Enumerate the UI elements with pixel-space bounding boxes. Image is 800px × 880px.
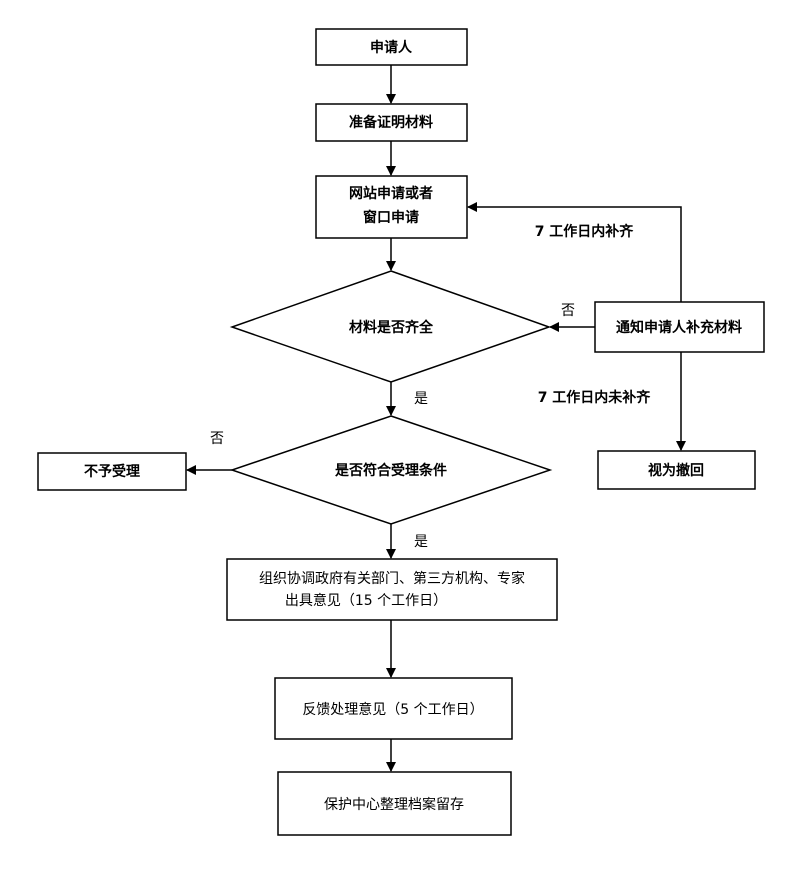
coordinate-label-line1: 组织协调政府有关部门、第三方机构、专家 xyxy=(259,570,525,587)
withdrawn-box xyxy=(597,450,756,490)
apply-label-line1: 网站申请或者 xyxy=(349,185,433,202)
coordinate-label-line2: 出具意见（15 个工作日） xyxy=(285,592,447,609)
applicant-label: 申请人 xyxy=(370,39,413,56)
prepare-materials-box xyxy=(315,103,468,142)
apply-label-line2: 窗口申请 xyxy=(363,209,419,226)
reject-label: 不予受理 xyxy=(84,463,140,480)
feedback-label: 反馈处理意见（5 个工作日） xyxy=(302,701,483,718)
meets-conditions-label: 是否符合受理条件 xyxy=(335,462,447,479)
edge-label-no-materials: 否 xyxy=(561,303,575,319)
feedback-box xyxy=(274,677,513,740)
prepare-materials-label: 准备证明材料 xyxy=(349,114,433,131)
materials-complete-label: 材料是否齐全 xyxy=(349,319,434,336)
arrow-notify-to-apply xyxy=(467,202,682,302)
archive-label: 保护中心整理档案留存 xyxy=(324,796,464,813)
edge-label-no-conditions: 否 xyxy=(210,431,224,447)
withdrawn-label: 视为撤回 xyxy=(648,462,704,479)
edge-label-not-supplement-within: 7 工作日内未补齐 xyxy=(538,389,652,406)
edge-label-yes-conditions: 是 xyxy=(414,534,428,550)
archive-box xyxy=(277,771,512,836)
notify-supplement-label: 通知申请人补充材料 xyxy=(616,319,742,336)
applicant-box xyxy=(315,28,468,66)
edge-label-supplement-within: 7 工作日内补齐 xyxy=(535,223,635,240)
apply-box xyxy=(315,175,468,239)
reject-box xyxy=(37,452,187,491)
coordinate-box xyxy=(226,558,558,621)
edge-label-yes-materials: 是 xyxy=(414,391,428,407)
